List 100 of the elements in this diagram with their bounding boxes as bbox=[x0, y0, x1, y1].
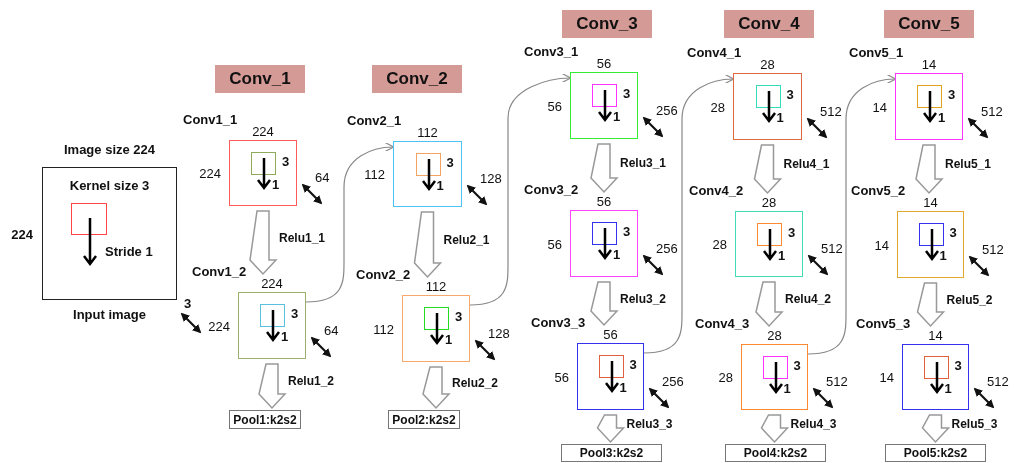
dimension-label: 112 bbox=[364, 167, 385, 182]
stride-label: 1 bbox=[272, 177, 280, 192]
dimension-label: 14 bbox=[920, 57, 938, 72]
dimension-label: 14 bbox=[872, 99, 887, 115]
dimension-label: 112 bbox=[416, 125, 439, 140]
kernel-size-label: 3 bbox=[282, 154, 290, 169]
edge-label: Relu4_1 bbox=[783, 157, 830, 171]
curved-arrow bbox=[643, 74, 735, 354]
kernel-size-label: 3 bbox=[629, 357, 637, 372]
hollow-arrow bbox=[590, 281, 619, 327]
kernel-size-label: 3 bbox=[954, 358, 962, 373]
dimension-label: 14 bbox=[927, 328, 944, 343]
hollow-arrow bbox=[753, 144, 783, 195]
hollow-arrow bbox=[413, 211, 443, 279]
hollow-arrow bbox=[249, 210, 278, 276]
layer-name: Conv3_3 bbox=[531, 315, 586, 330]
kernel-size-label: 3 bbox=[455, 309, 463, 324]
kernel-size-label: 3 bbox=[786, 87, 794, 102]
kernel-size-label: 3 bbox=[623, 86, 631, 101]
dimension-label: 14 bbox=[874, 237, 889, 253]
layer-name: Conv3_1 bbox=[524, 44, 579, 59]
dimension-label: 56 bbox=[602, 327, 619, 342]
edge-label: Relu1_1 bbox=[279, 230, 326, 245]
depth-label: 256 bbox=[662, 374, 684, 389]
depth-label: 3 bbox=[184, 296, 192, 311]
layer-name: Conv2_1 bbox=[347, 113, 402, 128]
dimension-label: 56 bbox=[595, 56, 613, 71]
depth-label: 256 bbox=[656, 103, 678, 118]
dimension-label: 224 bbox=[199, 166, 221, 181]
section-banner: Conv_2 bbox=[372, 65, 462, 93]
stride-label: 1 bbox=[445, 332, 453, 347]
edge-label: Relu1_2 bbox=[288, 374, 335, 388]
dimension-label: 14 bbox=[879, 370, 894, 385]
layer-name: Conv4_3 bbox=[695, 316, 750, 331]
depth-label: 512 bbox=[987, 374, 1009, 389]
kernel-size-label: 3 bbox=[948, 87, 956, 102]
dimension-label: 28 bbox=[712, 237, 727, 252]
curved-arrow bbox=[807, 74, 897, 355]
stride-label: 1 bbox=[613, 247, 621, 262]
dimension-label: 112 bbox=[373, 321, 394, 337]
edge-label: Relu3_3 bbox=[626, 416, 673, 431]
stride-label: 1 bbox=[778, 248, 786, 263]
section-banner: Conv_3 bbox=[562, 10, 652, 38]
dimension-label: 28 bbox=[710, 99, 725, 115]
pooling-box: Pool2:k2s2 bbox=[388, 410, 460, 429]
dimension-label: 224 bbox=[11, 226, 33, 242]
layer-name: Conv2_2 bbox=[356, 267, 411, 282]
stride-label: 1 bbox=[436, 178, 444, 193]
dimension-label: 28 bbox=[766, 328, 783, 343]
hollow-arrow bbox=[921, 414, 951, 444]
hollow-arrow bbox=[755, 281, 784, 328]
edge-label: Relu4_3 bbox=[790, 416, 837, 431]
hollow-arrow bbox=[916, 282, 946, 328]
edge-label: Relu5_2 bbox=[946, 292, 993, 307]
dimension-label: 224 bbox=[208, 318, 230, 334]
hollow-arrow bbox=[596, 414, 626, 444]
dimension-label: 56 bbox=[554, 369, 569, 385]
edge-label: Relu2_2 bbox=[452, 375, 499, 390]
dimension-label: 56 bbox=[547, 98, 562, 114]
edge-label: Relu3_2 bbox=[620, 291, 667, 306]
hollow-arrow bbox=[590, 143, 619, 194]
size-label: Image size 224 bbox=[62, 142, 157, 157]
depth-label: 512 bbox=[826, 374, 848, 389]
stride-label: 1 bbox=[939, 248, 947, 263]
dimension-label: 224 bbox=[260, 276, 284, 291]
kernel-size-label: 3 bbox=[291, 306, 299, 321]
dimension-label: 28 bbox=[718, 370, 733, 385]
layer-name: Conv3_2 bbox=[524, 182, 579, 197]
dimension-label: 28 bbox=[760, 195, 778, 210]
layer-name: Conv4_2 bbox=[689, 183, 744, 198]
layer-name: Conv5_2 bbox=[851, 183, 906, 198]
depth-label: 128 bbox=[488, 326, 510, 341]
pooling-box: Pool1:k2s2 bbox=[229, 410, 301, 429]
edge-label: Relu3_1 bbox=[620, 156, 667, 170]
depth-label: 64 bbox=[315, 170, 330, 185]
kernel-size-label: 3 bbox=[788, 225, 796, 240]
layer-name: Conv5_1 bbox=[849, 45, 904, 60]
dimension-label: 28 bbox=[759, 57, 776, 72]
stride-label: 1 bbox=[944, 381, 952, 396]
layer-name: Conv1_2 bbox=[192, 264, 247, 279]
layer-name: Conv1_1 bbox=[183, 112, 238, 127]
dimension-label: 224 bbox=[251, 124, 275, 139]
edge-label: Relu4_2 bbox=[785, 292, 832, 306]
edge-label: Relu5_1 bbox=[945, 157, 992, 171]
hollow-arrow bbox=[760, 414, 790, 444]
stride-label: 1 bbox=[783, 381, 791, 396]
hollow-arrow bbox=[422, 366, 451, 410]
section-banner: Conv_1 bbox=[215, 65, 305, 93]
layer-name: Conv4_1 bbox=[687, 45, 742, 60]
depth-label: 512 bbox=[820, 104, 842, 119]
stride-label: 1 bbox=[776, 110, 784, 125]
stride-label: 1 bbox=[613, 109, 621, 124]
kernel-label: Kernel size 3 bbox=[68, 178, 151, 193]
dimension-label: 56 bbox=[595, 194, 613, 209]
stride-label: 1 bbox=[619, 380, 627, 395]
kernel-size-label: 3 bbox=[623, 224, 631, 239]
dimension-label: 56 bbox=[547, 236, 562, 252]
depth-label: 64 bbox=[324, 323, 339, 338]
stride-label: Stride 1 bbox=[105, 244, 153, 259]
section-banner: Conv_5 bbox=[884, 10, 974, 38]
